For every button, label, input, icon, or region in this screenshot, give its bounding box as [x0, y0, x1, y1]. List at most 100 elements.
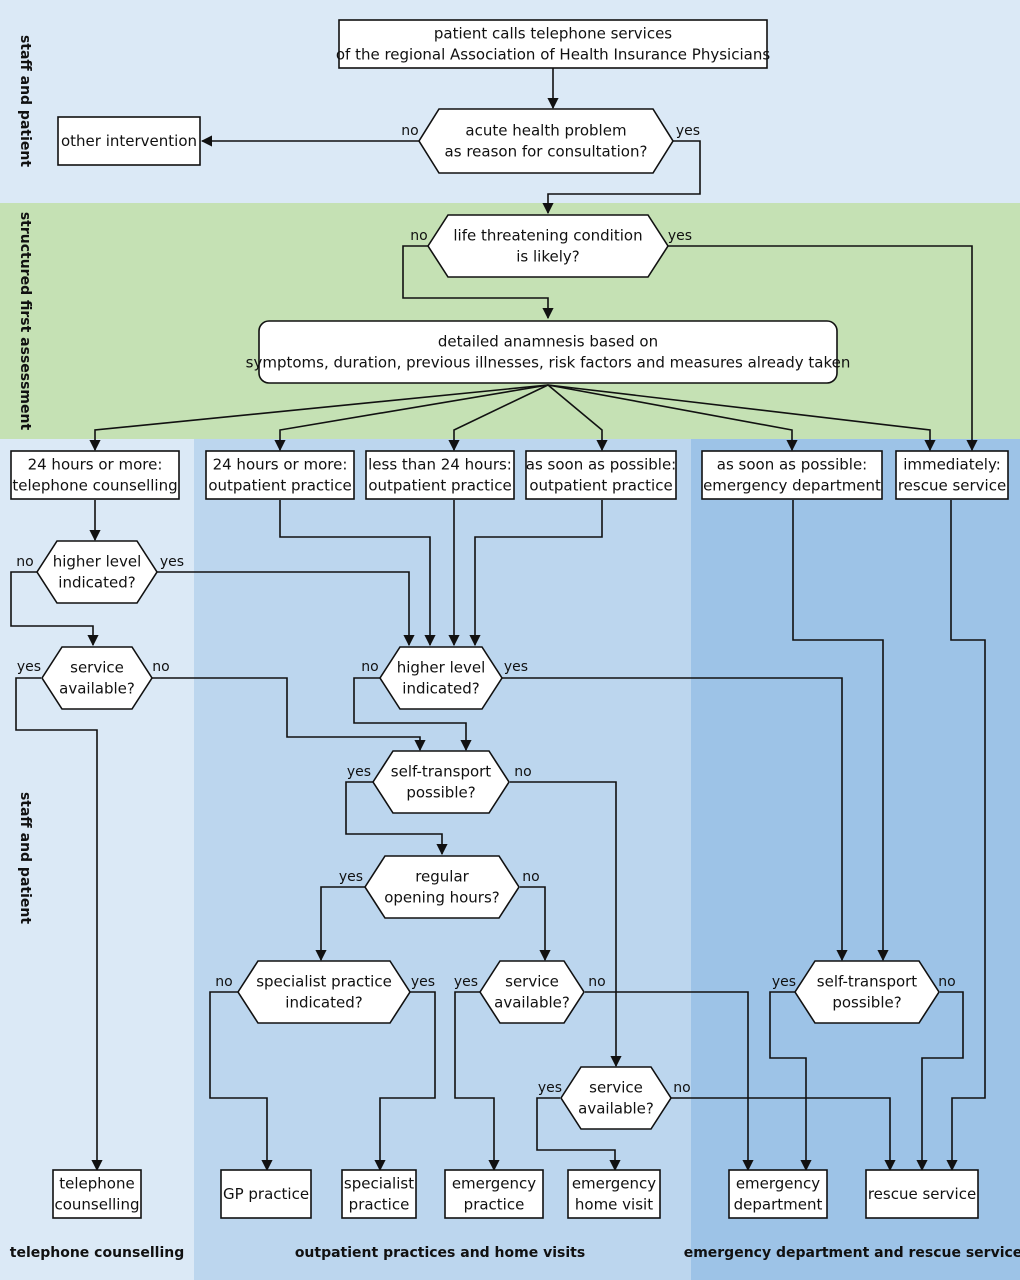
node-text-line: less than 24 hours: [368, 456, 512, 474]
node-text-line: available? [578, 1100, 654, 1118]
node-hl1: higher level indicated? [36, 540, 158, 604]
process-box [365, 450, 515, 500]
process-box [52, 1169, 142, 1219]
node-acute: acute health problem as reason for consul… [418, 108, 674, 174]
edge-label-st2-yes: yes [772, 974, 796, 990]
node-text-line: 24 hours or more: [213, 456, 348, 474]
node-text-line: emergency department [703, 477, 881, 495]
node-text-line: service [70, 659, 124, 677]
process-box [338, 19, 768, 69]
edge-label-hl2-no: no [361, 659, 378, 675]
node-text-line: symptoms, duration, previous illnesses, … [246, 354, 851, 372]
node-st1: self-transport possible? [372, 750, 510, 814]
node-text-line: emergency [572, 1175, 656, 1193]
node-text-line: immediately: [903, 456, 1001, 474]
edge-label-st1-no: no [514, 764, 531, 780]
edge-label-life-yes: yes [668, 228, 692, 244]
node-text-line: detailed anamnesis based on [438, 333, 658, 351]
process-box [258, 320, 838, 384]
node-u3: less than 24 hours: outpatient practice [365, 450, 515, 500]
edge-label-spi-no: no [215, 974, 232, 990]
node-text-line: GP practice [223, 1185, 309, 1203]
decision-hexagon [36, 540, 158, 604]
process-box [444, 1169, 544, 1219]
node-other: other intervention [57, 116, 201, 166]
band-label-bottom: staff and patient [17, 792, 33, 924]
node-text-line: emergency [452, 1175, 536, 1193]
edge-label-roh-no: no [522, 869, 539, 885]
node-text-line: opening hours? [384, 889, 500, 907]
node-text-line: self-transport [391, 763, 492, 781]
decision-hexagon [41, 646, 153, 710]
process-box [205, 450, 355, 500]
decision-hexagon [379, 646, 503, 710]
node-text-line: rescue service [898, 477, 1006, 495]
process-box [220, 1169, 312, 1219]
band-label-top: staff and patient [17, 35, 33, 167]
node-calls: patient calls telephone services of the r… [336, 19, 770, 69]
node-text-line: home visit [575, 1196, 653, 1214]
node-u6: immediately: rescue service [895, 450, 1009, 500]
edge-label-spi-yes: yes [411, 974, 435, 990]
node-text-line: acute health problem [465, 122, 626, 140]
band-label-assessment: structured first assessment [17, 212, 33, 431]
edge-label-acute-no: no [401, 123, 418, 139]
node-text-line: possible? [406, 784, 475, 802]
node-text-line: patient calls telephone services [434, 25, 672, 43]
process-box [895, 450, 1009, 500]
node-text-line: indicated? [285, 994, 362, 1012]
column-label-outpatient: outpatient practices and home visits [295, 1245, 585, 1261]
node-text-line: indicated? [58, 574, 135, 592]
edge-label-life-no: no [410, 228, 427, 244]
edge-label-sa1-yes: yes [17, 659, 41, 675]
process-box [525, 450, 677, 500]
node-text-line: telephone [59, 1175, 134, 1193]
node-text-line: as soon as possible: [526, 456, 676, 474]
edge-label-sa3-no: no [673, 1080, 690, 1096]
edge-label-acute-yes: yes [676, 123, 700, 139]
node-text-line: of the regional Association of Health In… [336, 46, 770, 64]
edge-label-sa1-no: no [152, 659, 169, 675]
node-text-line: outpatient practice [368, 477, 511, 495]
node-text-line: specialist [344, 1175, 414, 1193]
node-text-line: regular [415, 868, 469, 886]
node-o-spec: specialist practice [341, 1169, 417, 1219]
edge-labels: no yes no yes no yes yes no no yes yes n… [16, 123, 955, 1096]
edge-label-st2-no: no [938, 974, 955, 990]
process-box [57, 116, 201, 166]
node-text-line: outpatient practice [529, 477, 672, 495]
decision-hexagon [364, 855, 520, 919]
node-text-line: is likely? [516, 248, 579, 266]
process-box [728, 1169, 828, 1219]
node-text-line: rescue service [868, 1185, 976, 1203]
edge-label-sa2-yes: yes [454, 974, 478, 990]
decision-hexagon [372, 750, 510, 814]
edge-label-sa3-yes: yes [538, 1080, 562, 1096]
edge-label-st1-yes: yes [347, 764, 371, 780]
node-text-line: emergency [736, 1175, 820, 1193]
node-text-line: practice [349, 1196, 410, 1214]
process-box [10, 450, 180, 500]
nodes: patient calls telephone services of the r… [10, 19, 1009, 1219]
node-text-line: as soon as possible: [717, 456, 867, 474]
node-text-line: indicated? [402, 680, 479, 698]
node-text-line: self-transport [817, 973, 918, 991]
node-u5: as soon as possible: emergency department [701, 450, 883, 500]
node-text-line: as reason for consultation? [445, 143, 648, 161]
decision-hexagon [794, 960, 940, 1024]
node-text-line: life threatening condition [453, 227, 642, 245]
node-text-line: higher level [53, 553, 142, 571]
column-emergency-bg [691, 439, 1020, 1280]
edge-label-hl1-yes: yes [160, 554, 184, 570]
node-u1: 24 hours or more:telephone counselling [10, 450, 180, 500]
edges [10, 68, 986, 1172]
decision-hexagon [418, 108, 674, 174]
node-text-line: available? [494, 994, 570, 1012]
node-text-line: practice [464, 1196, 525, 1214]
